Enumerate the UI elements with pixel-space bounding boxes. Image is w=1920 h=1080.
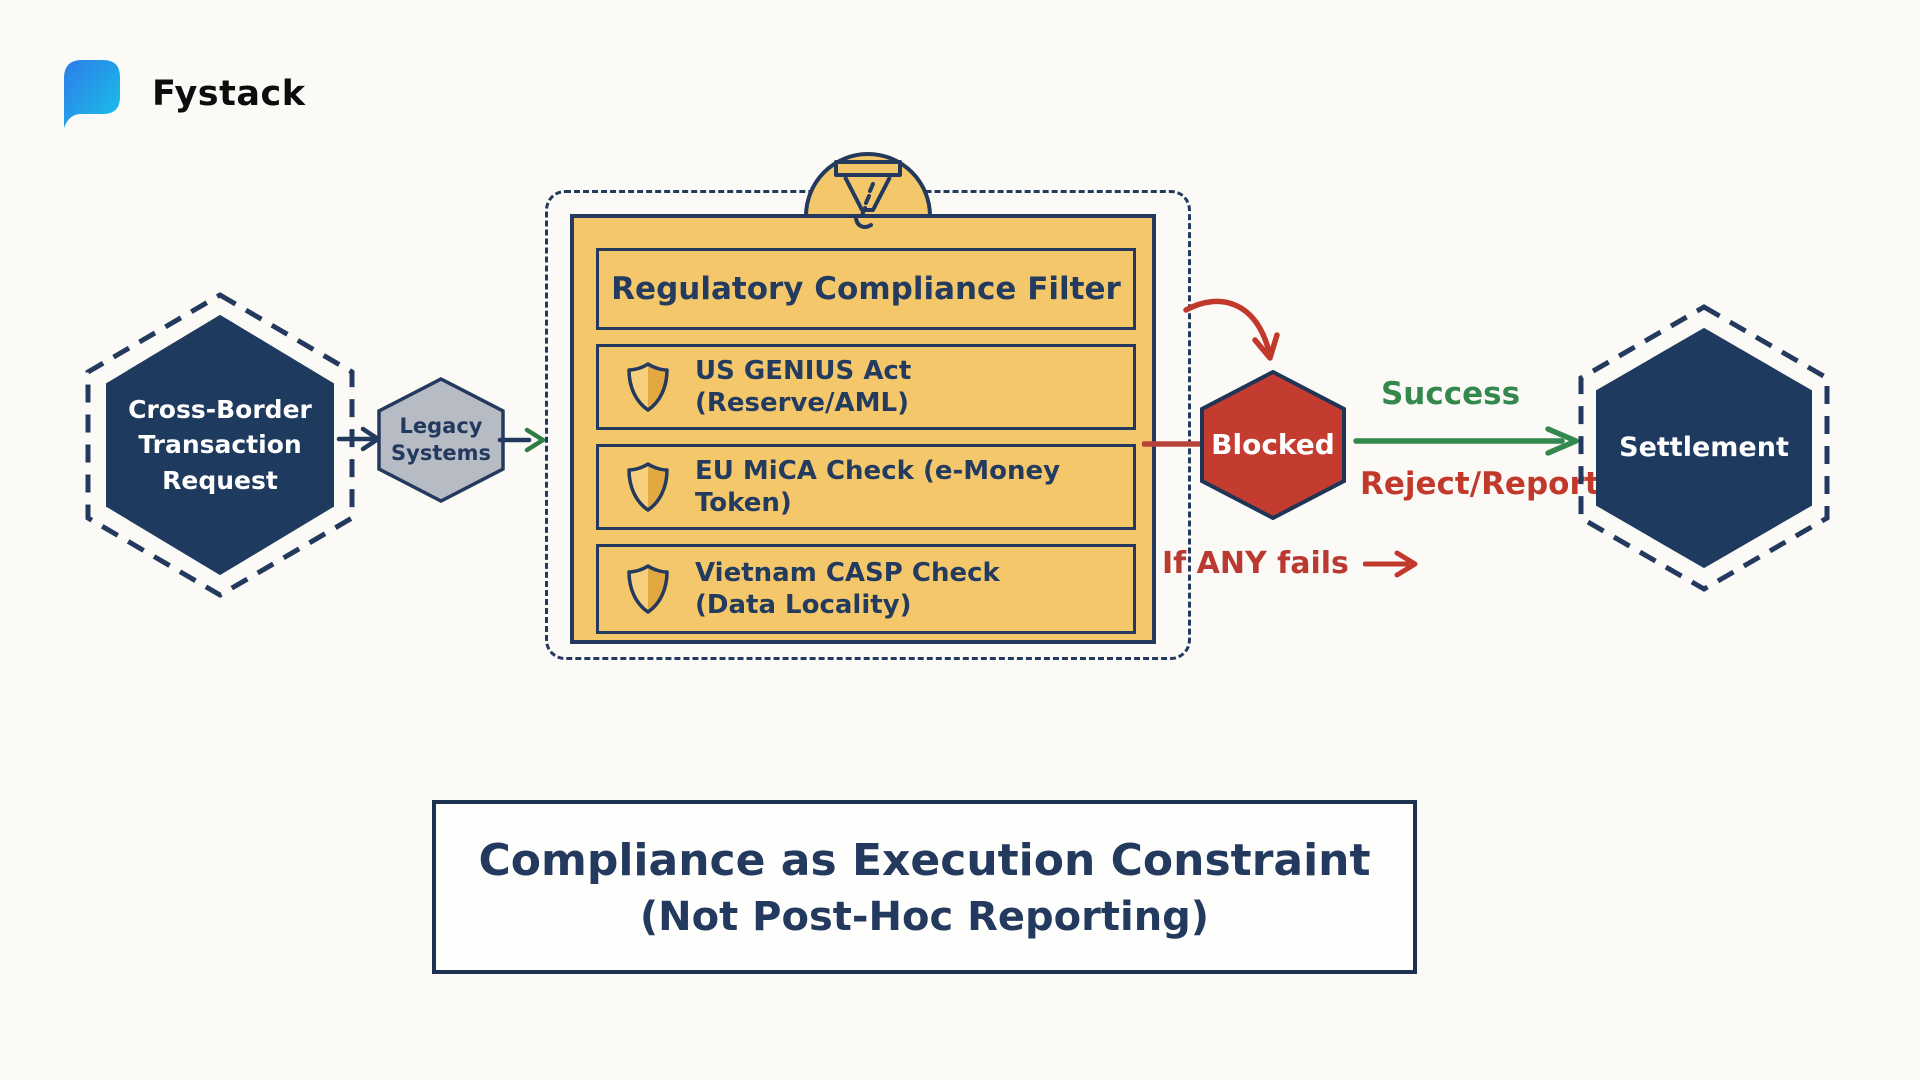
check-row-us-genius: US GENIUS Act (Reserve/AML) bbox=[596, 344, 1136, 430]
success-label: Success bbox=[1380, 376, 1521, 412]
node-settlement: Settlement bbox=[1578, 304, 1830, 592]
funnel-icon bbox=[828, 156, 908, 256]
shield-icon bbox=[625, 459, 671, 515]
check-label: Vietnam CASP Check (Data Locality) bbox=[695, 557, 1000, 621]
caption-line-1: Compliance as Execution Constraint bbox=[478, 834, 1371, 886]
check-label: US GENIUS Act (Reserve/AML) bbox=[695, 355, 912, 419]
node-cross-border-request: Cross-Border Transaction Request bbox=[85, 292, 355, 598]
arrow-legacy-to-filter-icon bbox=[497, 427, 557, 453]
caption-line-2: (Not Post-Hoc Reporting) bbox=[639, 893, 1210, 940]
brand: Fystack bbox=[58, 56, 306, 132]
reject-report-label: Reject/Report bbox=[1360, 466, 1600, 502]
speech-bubble-logo-icon bbox=[58, 56, 126, 132]
filter-title: Regulatory Compliance Filter bbox=[596, 248, 1136, 330]
if-any-fails-label: If ANY fails bbox=[1162, 546, 1425, 581]
success-arrow-icon bbox=[1352, 424, 1590, 458]
hexagon-dashed-shape bbox=[1578, 304, 1830, 592]
check-row-vietnam-casp: Vietnam CASP Check (Data Locality) bbox=[596, 544, 1136, 634]
fail-connector-line bbox=[1142, 438, 1210, 450]
fail-curve-arrow-icon bbox=[1182, 292, 1294, 382]
hexagon-dashed-shape bbox=[85, 292, 355, 598]
hexagon-shape bbox=[1200, 369, 1346, 521]
node-blocked: Blocked bbox=[1198, 368, 1348, 522]
shield-icon bbox=[625, 359, 671, 415]
if-any-fails-arrow-icon bbox=[1362, 549, 1425, 579]
compliance-filter-box: Regulatory Compliance Filter US GENIUS A… bbox=[570, 214, 1156, 644]
shield-icon bbox=[625, 561, 671, 617]
check-row-eu-mica: EU MiCA Check (e-Money Token) bbox=[596, 444, 1136, 530]
check-label: EU MiCA Check (e-Money Token) bbox=[695, 455, 1061, 519]
caption-box: Compliance as Execution Constraint (Not … bbox=[432, 800, 1417, 974]
hexagon-shape bbox=[377, 377, 505, 503]
node-legacy-systems: Legacy Systems bbox=[376, 376, 506, 504]
brand-name: Fystack bbox=[152, 74, 306, 114]
